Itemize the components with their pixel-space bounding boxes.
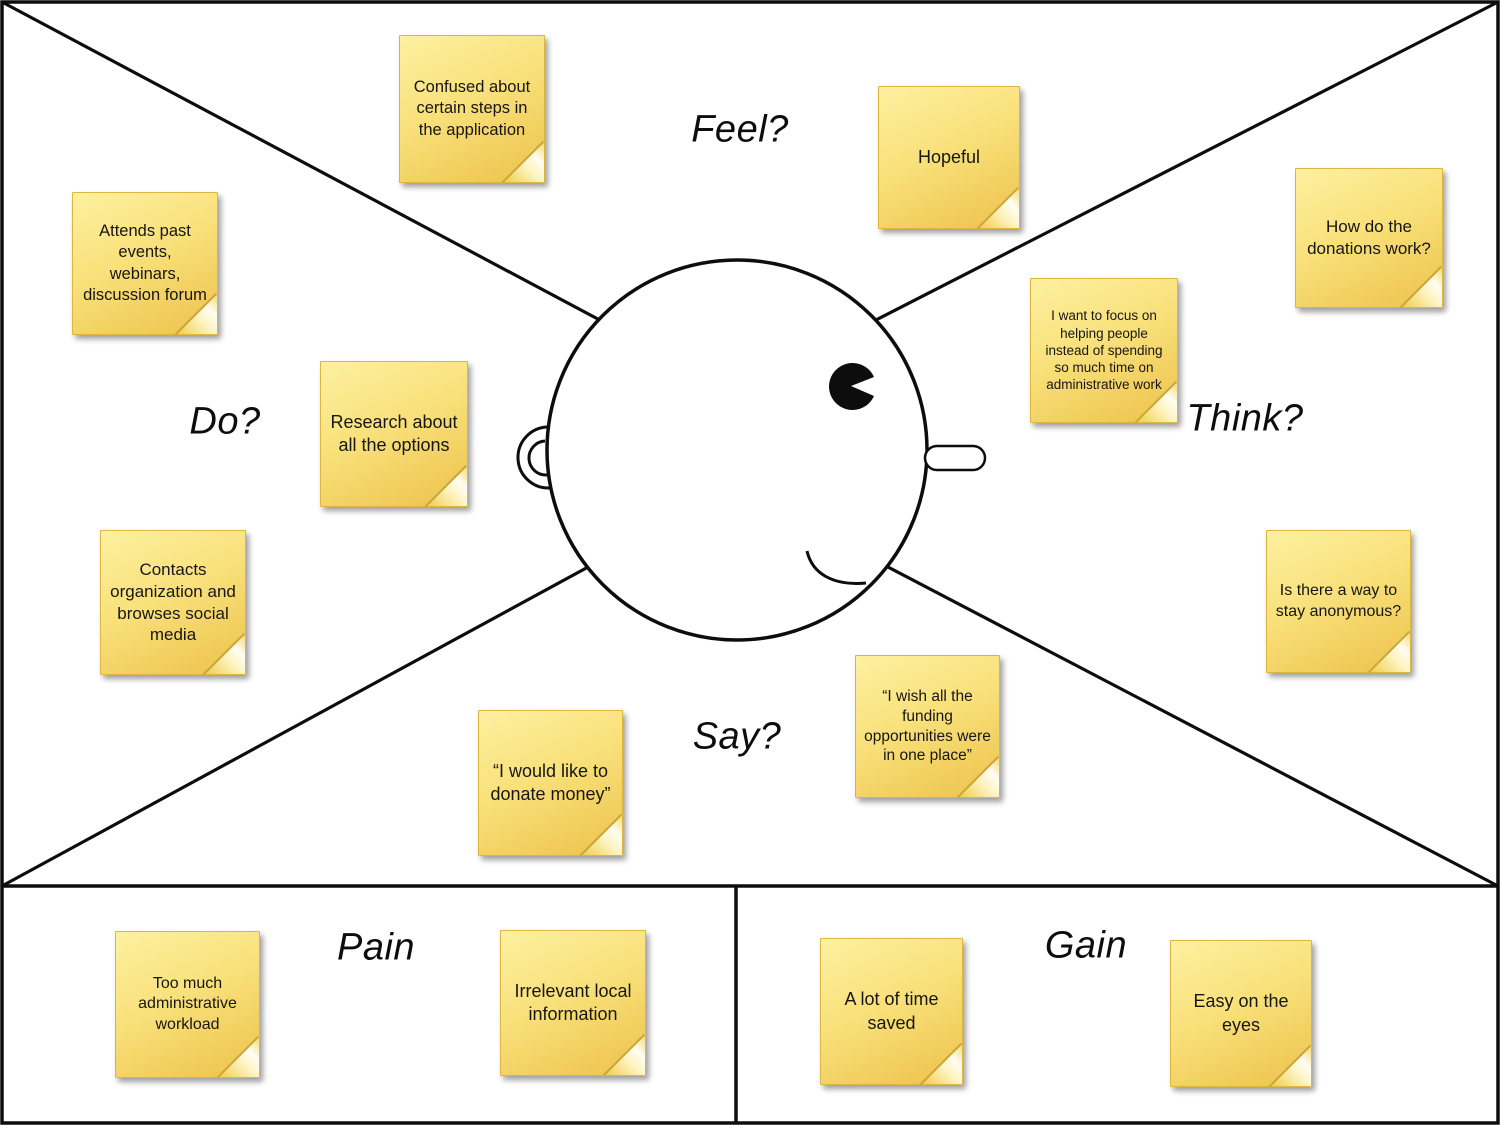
note-text: I want to focus on helping people instea…	[1045, 308, 1163, 393]
note-text: “I would like to donate money”	[490, 760, 611, 804]
mouth-icon	[805, 550, 867, 585]
profile-head-icon	[516, 258, 987, 642]
ear-inner-icon	[527, 439, 548, 477]
note-text: Irrelevant local information	[514, 980, 632, 1024]
sticky-note-admin-workload[interactable]: Too much administrative workload	[115, 931, 260, 1079]
note-text: Confused about certain steps in the appl…	[413, 78, 531, 139]
eye-icon	[829, 363, 874, 411]
sticky-note-focus-helping[interactable]: I want to focus on helping people instea…	[1030, 278, 1178, 424]
sticky-note-attends-events[interactable]: Attends past events, webinars, discussio…	[72, 192, 218, 336]
quadrant-label-do: Do?	[189, 400, 261, 443]
note-text: Is there a way to stay anonymous?	[1275, 582, 1402, 620]
note-text: Research about all the options	[330, 411, 458, 455]
head-circle	[545, 258, 929, 642]
ear-outer-icon	[516, 425, 551, 490]
section-label-gain: Gain	[1044, 924, 1128, 967]
sticky-note-time-saved[interactable]: A lot of time saved	[820, 938, 963, 1086]
note-text: Too much administrative workload	[138, 974, 237, 1033]
note-text: Contacts organization and browses social…	[110, 560, 236, 645]
sticky-note-contacts-organization[interactable]: Contacts organization and browses social…	[100, 530, 246, 676]
note-text: How do the donations work?	[1307, 217, 1431, 258]
sticky-note-donate-money[interactable]: “I would like to donate money”	[478, 710, 623, 857]
sticky-note-hopeful[interactable]: Hopeful	[878, 86, 1020, 230]
sticky-note-funding-one-place[interactable]: “I wish all the funding opportunities we…	[855, 655, 1000, 799]
sticky-note-easy-eyes[interactable]: Easy on the eyes	[1170, 940, 1312, 1088]
sticky-note-research-options[interactable]: Research about all the options	[320, 361, 468, 508]
sticky-note-donations-work[interactable]: How do the donations work?	[1295, 168, 1443, 309]
note-text: A lot of time saved	[844, 989, 939, 1033]
note-text: “I wish all the funding opportunities we…	[864, 687, 991, 765]
note-text: Easy on the eyes	[1193, 991, 1289, 1035]
quadrant-label-feel: Feel?	[691, 108, 789, 151]
note-text: Hopeful	[917, 146, 981, 167]
quadrant-label-say: Say?	[692, 715, 782, 758]
sticky-note-confused-steps[interactable]: Confused about certain steps in the appl…	[399, 35, 545, 184]
sticky-note-stay-anonymous[interactable]: Is there a way to stay anonymous?	[1266, 530, 1411, 674]
note-text: Attends past events, webinars, discussio…	[83, 222, 207, 304]
nose-icon	[923, 444, 987, 472]
section-label-pain: Pain	[336, 926, 416, 969]
quadrant-label-think: Think?	[1186, 397, 1304, 440]
sticky-note-irrelevant-info[interactable]: Irrelevant local information	[500, 930, 646, 1077]
